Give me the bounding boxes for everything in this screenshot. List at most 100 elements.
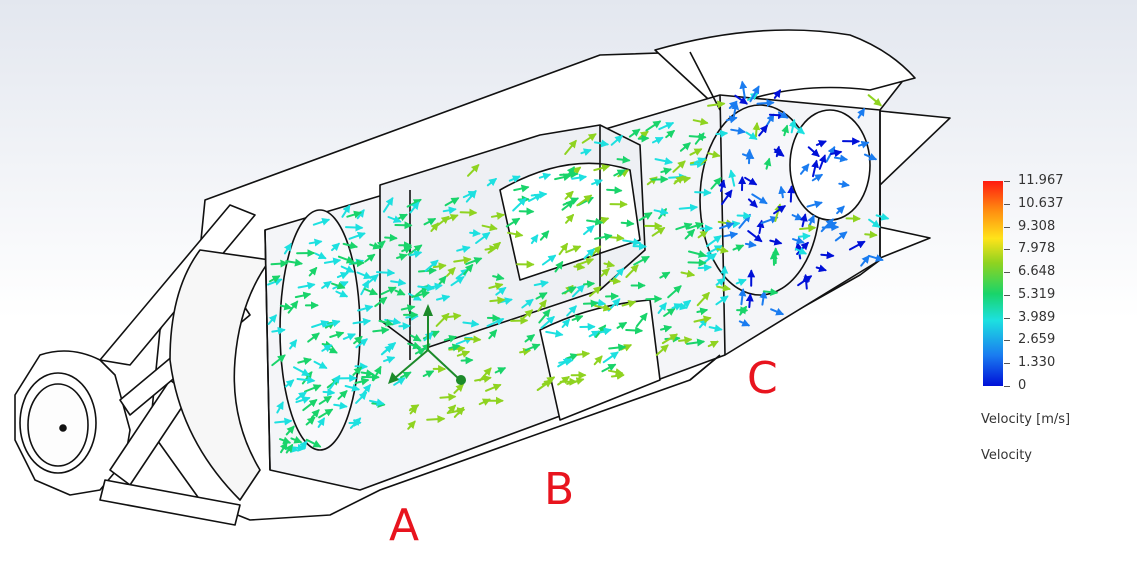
flow-vector-arrow — [475, 232, 491, 244]
flow-vector-arrow — [762, 288, 779, 297]
flow-vector-arrow — [435, 312, 450, 327]
flow-vector-arrow — [372, 326, 390, 335]
flow-vector-arrow — [778, 185, 787, 199]
flow-vector-arrow — [448, 343, 461, 352]
coordinate-triad-icon — [388, 304, 466, 385]
legend-tick-label: 1.330 — [1018, 355, 1056, 371]
flow-vector-arrow — [341, 204, 351, 218]
flow-vector-arrow — [834, 231, 848, 242]
flow-vector-arrow — [781, 124, 790, 137]
flow-vector-arrow — [296, 376, 316, 385]
flow-vector-arrow — [806, 200, 823, 209]
flow-vector-arrow — [562, 197, 580, 206]
flow-vector-arrow — [364, 253, 376, 263]
flow-vector-arrow — [765, 113, 775, 128]
flow-vector-arrow — [608, 233, 625, 242]
flow-vector-arrow — [594, 232, 613, 241]
flow-vector-arrow — [607, 368, 624, 376]
legend-tick-mark — [1004, 249, 1010, 251]
flow-vector-arrow — [616, 155, 631, 164]
flow-vector-arrow — [331, 281, 346, 290]
flow-vector-arrow — [554, 260, 564, 273]
flow-vector-arrow — [352, 366, 363, 376]
flow-vector-arrow — [665, 129, 676, 139]
flow-vector-arrow — [610, 134, 624, 146]
flow-vector-arrow — [645, 120, 662, 132]
legend-title: Velocity [m/s] — [981, 412, 1071, 427]
flow-vector-arrow — [621, 299, 637, 308]
flow-vector-arrow — [426, 415, 446, 424]
flow-vector-arrow — [290, 436, 303, 444]
flow-vector-arrow — [833, 154, 849, 163]
flow-vector-arrow — [684, 228, 696, 240]
flow-vector-arrow — [593, 164, 611, 172]
legend-tick-mark — [1004, 272, 1010, 274]
flow-vector-arrow — [465, 189, 477, 203]
flow-vector-arrow — [802, 273, 811, 290]
flow-vector-arrow — [295, 391, 307, 401]
flow-vector-arrow — [687, 258, 707, 267]
flow-vector-arrow — [293, 366, 311, 377]
flow-vector-arrow — [436, 294, 451, 303]
flow-vector-arrow — [745, 131, 758, 140]
flow-vector-arrow — [360, 279, 370, 296]
flow-vector-arrow — [519, 347, 532, 356]
flow-vector-arrow — [558, 242, 568, 256]
flow-vector-arrow — [716, 283, 731, 292]
flow-vector-arrow — [836, 205, 845, 215]
flow-vector-arrow — [390, 278, 407, 287]
flow-vector-arrow — [620, 219, 635, 228]
flow-vector-arrow — [294, 291, 312, 300]
legend-tick-mark — [1004, 340, 1010, 342]
flow-vector-arrow — [586, 217, 604, 226]
flow-vector-arrow — [323, 257, 342, 266]
flow-vector-arrow — [735, 278, 747, 287]
flow-vector-arrow — [417, 283, 436, 292]
flow-vector-arrow — [674, 175, 692, 184]
flow-vector-arrow — [314, 251, 327, 260]
flow-vector-arrow — [734, 94, 748, 105]
flow-vector-arrow — [689, 148, 703, 156]
flow-vector-arrow — [411, 290, 430, 299]
flow-vector-arrow — [276, 401, 284, 414]
flow-vector-arrow — [696, 307, 709, 316]
flow-vector-arrow — [608, 343, 627, 352]
flow-vector-arrow — [311, 320, 330, 328]
flow-vector-arrow — [565, 245, 582, 254]
flow-vector-arrow — [488, 282, 504, 291]
flow-vector-arrow — [295, 396, 311, 404]
flow-vector-arrow — [588, 286, 602, 297]
flow-vector-arrow — [799, 213, 808, 228]
flow-vector-arrow — [337, 255, 355, 264]
flow-vector-arrow — [380, 286, 397, 296]
flow-vector-arrow — [409, 405, 418, 415]
flow-vector-arrow — [495, 287, 507, 296]
flow-vector-arrow — [297, 357, 312, 365]
flow-vector-arrow — [594, 303, 612, 312]
flow-vector-arrow — [378, 318, 394, 327]
flow-vector-arrow — [321, 280, 332, 289]
flow-vector-arrow — [329, 374, 341, 390]
flow-vector-arrow — [396, 253, 408, 261]
flow-vector-arrow — [583, 225, 595, 236]
flow-vector-arrow — [363, 287, 378, 296]
legend-tick-mark — [1004, 294, 1010, 296]
flow-vector-arrow — [830, 149, 843, 158]
flow-vector-arrow — [305, 438, 322, 448]
flow-vector-arrow — [736, 211, 752, 220]
flow-vector-arrow — [787, 185, 796, 203]
flow-vector-arrow — [437, 215, 450, 226]
flow-vector-arrow — [353, 335, 363, 345]
flow-vector-arrow — [559, 170, 579, 179]
flow-vector-arrow — [442, 206, 457, 215]
flow-vector-arrow — [773, 205, 787, 215]
region-label-a: A — [389, 500, 420, 551]
flow-vector-arrow — [410, 333, 422, 342]
flow-vector-arrow — [394, 288, 406, 296]
flow-vector-arrow — [818, 154, 827, 170]
flow-vector-arrow — [721, 189, 733, 206]
flow-vector-arrow — [335, 290, 349, 298]
flow-vector-arrow — [725, 115, 738, 124]
flow-vector-arrow — [336, 271, 349, 280]
